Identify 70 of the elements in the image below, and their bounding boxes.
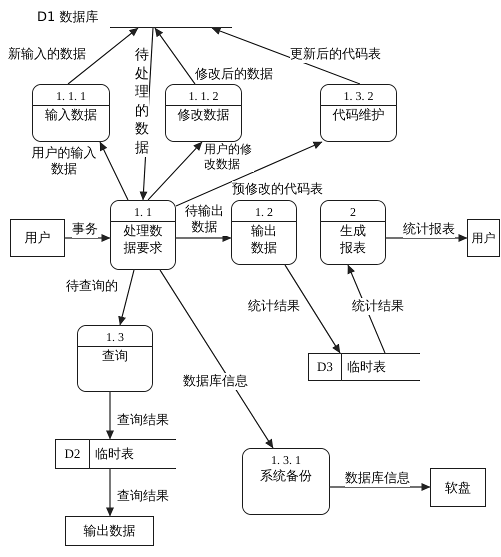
entity-box <box>65 516 154 546</box>
process-box <box>320 84 397 142</box>
process-box <box>32 84 110 142</box>
store-name: D1 数据库 <box>37 9 98 26</box>
store-name: 临时表 <box>347 359 386 376</box>
arrow <box>118 270 135 326</box>
store-name: 临时表 <box>95 446 134 463</box>
edge-label: 数据库信息 <box>183 373 248 390</box>
edge-label: 预修改的代码表 <box>232 181 323 198</box>
edge-label: 待处理的数据 <box>135 46 149 157</box>
process-id: 1. 1. 1 <box>55 88 87 104</box>
arrow <box>106 469 114 516</box>
entity-box <box>10 219 65 257</box>
process-box <box>110 200 176 270</box>
arrow <box>176 234 232 242</box>
store-id: D3 <box>309 354 342 380</box>
process-box <box>242 448 330 515</box>
edge-label: 查询结果 <box>117 412 169 429</box>
edge-label: 统计结果 <box>248 298 300 315</box>
entity-box <box>467 219 500 257</box>
data-store <box>55 439 176 469</box>
process-name: 系统备份 <box>259 468 313 485</box>
edge-label: 待输出数据 <box>182 204 227 236</box>
process-id: 1. 3. 1 <box>270 452 302 468</box>
process-id: 1. 1. 2 <box>188 88 220 104</box>
arrow <box>65 234 110 242</box>
arrow <box>148 142 202 200</box>
arrow <box>68 28 138 84</box>
process-box <box>165 84 242 142</box>
process-id: 2 <box>349 204 357 220</box>
process-id: 1. 1 <box>133 204 153 220</box>
process-name: 查询 <box>101 348 129 365</box>
process-box <box>320 200 386 265</box>
process-name: 输出数据 <box>250 223 278 257</box>
edge-label: 用户的修改数据 <box>204 142 254 172</box>
arrow <box>176 141 322 207</box>
entity-name: 用户 <box>24 230 50 247</box>
arrow <box>330 483 430 491</box>
edge-label: 统计结果 <box>352 298 404 315</box>
edge-label: 统计报表 <box>403 221 455 238</box>
arrow <box>386 234 468 242</box>
entity-name: 用户 <box>472 230 496 246</box>
process-box <box>77 325 153 392</box>
process-name: 代码维护 <box>332 107 386 124</box>
process-name: 输入数据 <box>44 107 98 124</box>
data-store <box>308 353 420 381</box>
arrow <box>106 392 114 440</box>
edge-label: 更新后的代码表 <box>290 46 381 63</box>
process-name: 修改数据 <box>176 107 230 124</box>
edge-label: 事务 <box>72 221 98 238</box>
arrow <box>160 270 274 448</box>
store-id: D2 <box>56 440 90 468</box>
entity-name: 输出数据 <box>84 523 136 540</box>
process-id: 1. 3 <box>105 329 125 345</box>
edge-label: 数据库信息 <box>345 470 410 487</box>
entity-name: 软盘 <box>445 480 471 496</box>
edge-label: 待查询的 <box>66 278 118 295</box>
process-name: 处理数据要求 <box>122 223 164 257</box>
process-id: 1. 2 <box>254 204 274 220</box>
arrow <box>154 28 196 84</box>
entity-box <box>430 468 486 507</box>
process-name: 生成报表 <box>339 223 367 257</box>
arrow <box>99 142 129 200</box>
edge-label: 修改后的数据 <box>195 66 273 83</box>
arrow <box>284 264 340 354</box>
process-id: 1. 3. 2 <box>342 88 374 104</box>
arrow <box>212 27 360 85</box>
edge-label: 查询结果 <box>117 488 169 505</box>
edge-label: 新输入的数据 <box>8 46 86 63</box>
process-box <box>231 200 297 265</box>
